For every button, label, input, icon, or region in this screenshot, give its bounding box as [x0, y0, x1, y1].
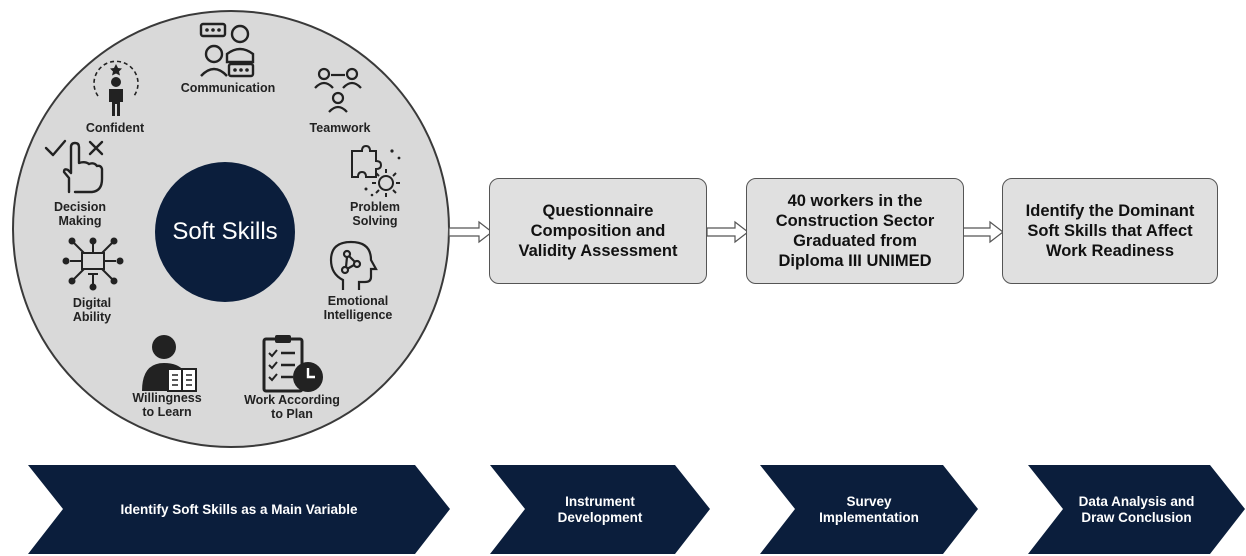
step-box-questionnaire: Questionnaire Composition and Validity A…	[489, 178, 707, 284]
digital-ability-icon	[62, 237, 124, 291]
step-box-dominant-skills: Identify the Dominant Soft Skills that A…	[1002, 178, 1218, 284]
decision-making-icon	[44, 139, 104, 194]
teamwork-icon	[314, 67, 362, 113]
phase-chevron-2	[490, 465, 710, 554]
skill-confident: Confident	[85, 121, 145, 135]
skill-decision-making: Decision Making	[53, 200, 107, 228]
skill-teamwork: Teamwork	[309, 121, 371, 135]
phase-label-1: Identify Soft Skills as a Main Variable	[120, 502, 358, 517]
soft-skills-core-label: Soft Skills	[172, 218, 278, 245]
skill-problem-solving: Problem Solving	[349, 200, 400, 228]
arrow-step1-to-step2	[706, 220, 749, 244]
skill-work-according-to-plan: Work According to Plan	[244, 393, 340, 421]
phase-chevron-4	[1028, 465, 1245, 554]
confident-icon	[93, 60, 139, 116]
work-according-to-plan-icon	[262, 335, 323, 393]
emotional-intelligence-icon	[329, 240, 378, 290]
skill-digital-ability: Digital Ability	[72, 296, 112, 324]
arrow-step2-to-step3	[961, 220, 1004, 244]
skill-emotional-intelligence: Emotional Intelligence	[323, 294, 393, 322]
phase-chevrons	[28, 465, 1245, 554]
phase-chevron-3	[760, 465, 978, 554]
arrow-circle-to-step1	[448, 220, 493, 244]
skill-communication: Communication	[180, 81, 276, 95]
willingness-to-learn-icon	[142, 335, 197, 392]
communication-icon	[199, 22, 255, 78]
skill-willingness-to-learn: Willingness to Learn	[132, 391, 202, 419]
problem-solving-icon	[351, 144, 401, 197]
phase-chevron-1	[28, 465, 450, 554]
step-box-survey-sample: 40 workers in the Construction Sector Gr…	[746, 178, 964, 284]
soft-skills-core: Soft Skills	[155, 162, 295, 302]
